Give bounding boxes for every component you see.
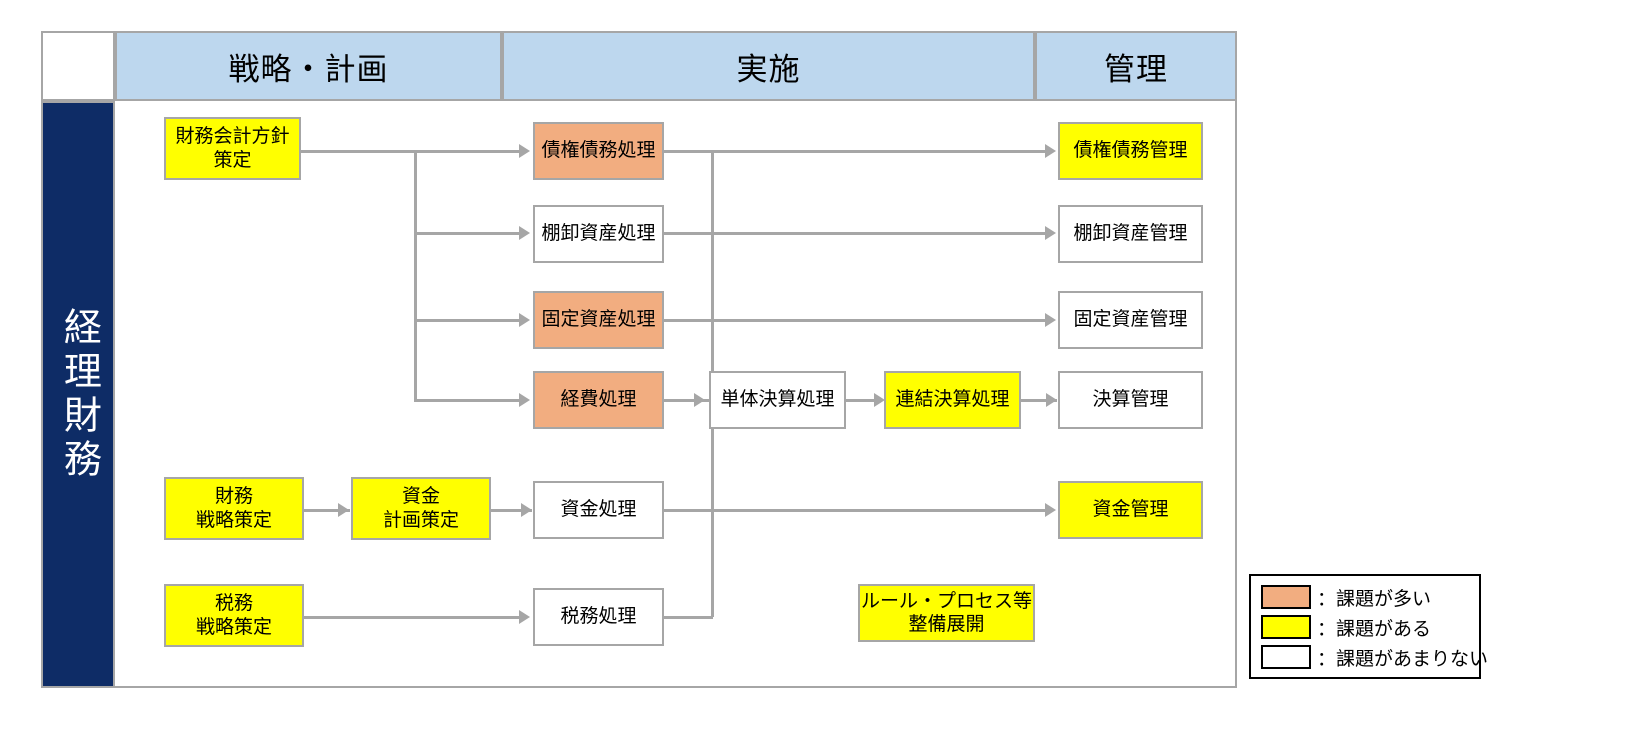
arrowhead-inventory-mgmt <box>1045 226 1056 240</box>
node-tax-strategy[interactable]: 税務 戦略策定 <box>164 584 304 647</box>
node-standalone-closing[interactable]: 単体決算処理 <box>709 371 846 429</box>
connector-policy-to-trunk <box>300 150 417 153</box>
node-inventory-mgmt[interactable]: 棚卸資産管理 <box>1058 205 1203 263</box>
node-closing-mgmt[interactable]: 決算管理 <box>1058 371 1203 429</box>
connector-inventory-to-mgmt <box>663 232 1047 235</box>
connector-ar-ap-to-mgmt <box>663 150 1047 153</box>
node-fund-process[interactable]: 資金処理 <box>533 481 664 539</box>
node-fund-mgmt[interactable]: 資金管理 <box>1058 481 1203 539</box>
connector-tax-strategy-to-tax-process <box>303 616 525 619</box>
arrowhead-expense <box>519 393 530 407</box>
connector-fund-plan-to-fund-process <box>490 509 532 512</box>
arrowhead-ar-ap-mgmt <box>1045 144 1056 158</box>
connector-branch-expense <box>414 399 521 402</box>
connector-standalone-to-consolidated <box>845 399 881 402</box>
connector-fund-process-to-fund-mgmt <box>663 509 1047 512</box>
node-fund-plan[interactable]: 資金 計画策定 <box>351 477 491 540</box>
connector-tax-process-to-collector <box>663 616 713 619</box>
legend-item-few-issues: ：課題があまりない <box>1261 642 1488 672</box>
column-header-execution: 実施 <box>502 31 1035 101</box>
connector-fin-strategy-to-fund-plan <box>303 509 350 512</box>
node-inventory-process[interactable]: 棚卸資産処理 <box>533 205 664 263</box>
arrowhead-ar-ap <box>519 144 530 158</box>
node-fin-strategy[interactable]: 財務 戦略策定 <box>164 477 304 540</box>
node-rule-process-dev[interactable]: ルール・プロセス等 整備展開 <box>858 584 1035 642</box>
arrowhead-fund-plan <box>338 503 349 517</box>
connector-branch-inventory <box>414 232 521 235</box>
connector-fixed-asset-to-mgmt <box>663 319 1047 322</box>
row-band-finance: 経理財務 <box>41 101 115 688</box>
legend-label-some-issues: ：課題がある <box>1317 618 1432 640</box>
node-ar-ap-mgmt[interactable]: 債権債務管理 <box>1058 122 1203 180</box>
node-fixed-asset-mgmt[interactable]: 固定資産管理 <box>1058 291 1203 349</box>
legend-swatch-orange <box>1261 585 1311 609</box>
node-consolidated-closing[interactable]: 連結決算処理 <box>884 371 1021 429</box>
arrowhead-inventory <box>519 226 530 240</box>
connector-branch-ar-ap <box>414 150 521 153</box>
connector-consolidated-to-closing-mgmt <box>1021 399 1057 402</box>
column-header-management: 管理 <box>1035 31 1237 101</box>
arrowhead-fund-process <box>521 503 532 517</box>
connector-policy-trunk-vertical <box>414 150 417 400</box>
arrowhead-fixed-asset-mgmt <box>1045 313 1056 327</box>
arrowhead-standalone-closing <box>694 393 705 407</box>
legend-swatch-white <box>1261 645 1311 669</box>
column-header-strategy: 戦略・計画 <box>115 31 502 101</box>
header-corner-cell <box>41 31 115 101</box>
node-fin-acct-policy[interactable]: 財務会計方針 策定 <box>164 117 301 180</box>
connector-branch-fixed-asset <box>414 319 521 322</box>
arrowhead-consolidated-closing <box>874 393 885 407</box>
node-ar-ap-process[interactable]: 債権債務処理 <box>533 122 664 180</box>
legend-swatch-yellow <box>1261 615 1311 639</box>
legend-label-many-issues: ：課題が多い <box>1317 588 1432 610</box>
node-tax-process[interactable]: 税務処理 <box>533 588 664 646</box>
arrowhead-fixed-asset <box>519 313 530 327</box>
legend-item-many-issues: ：課題が多い <box>1261 582 1479 612</box>
arrowhead-closing-mgmt <box>1046 393 1057 407</box>
legend-label-few-issues: ：課題があまりない <box>1317 648 1489 670</box>
legend: ：課題が多い ：課題がある ：課題があまりない <box>1249 574 1488 679</box>
row-band-label: 経理財務 <box>57 306 100 483</box>
legend-item-some-issues: ：課題がある <box>1261 612 1479 642</box>
arrowhead-fund-mgmt <box>1045 503 1056 517</box>
connector-expense-to-collector <box>663 399 713 402</box>
arrowhead-tax-process <box>519 610 530 624</box>
node-expense-process[interactable]: 経費処理 <box>533 371 664 429</box>
node-fixed-asset-process[interactable]: 固定資産処理 <box>533 291 664 349</box>
